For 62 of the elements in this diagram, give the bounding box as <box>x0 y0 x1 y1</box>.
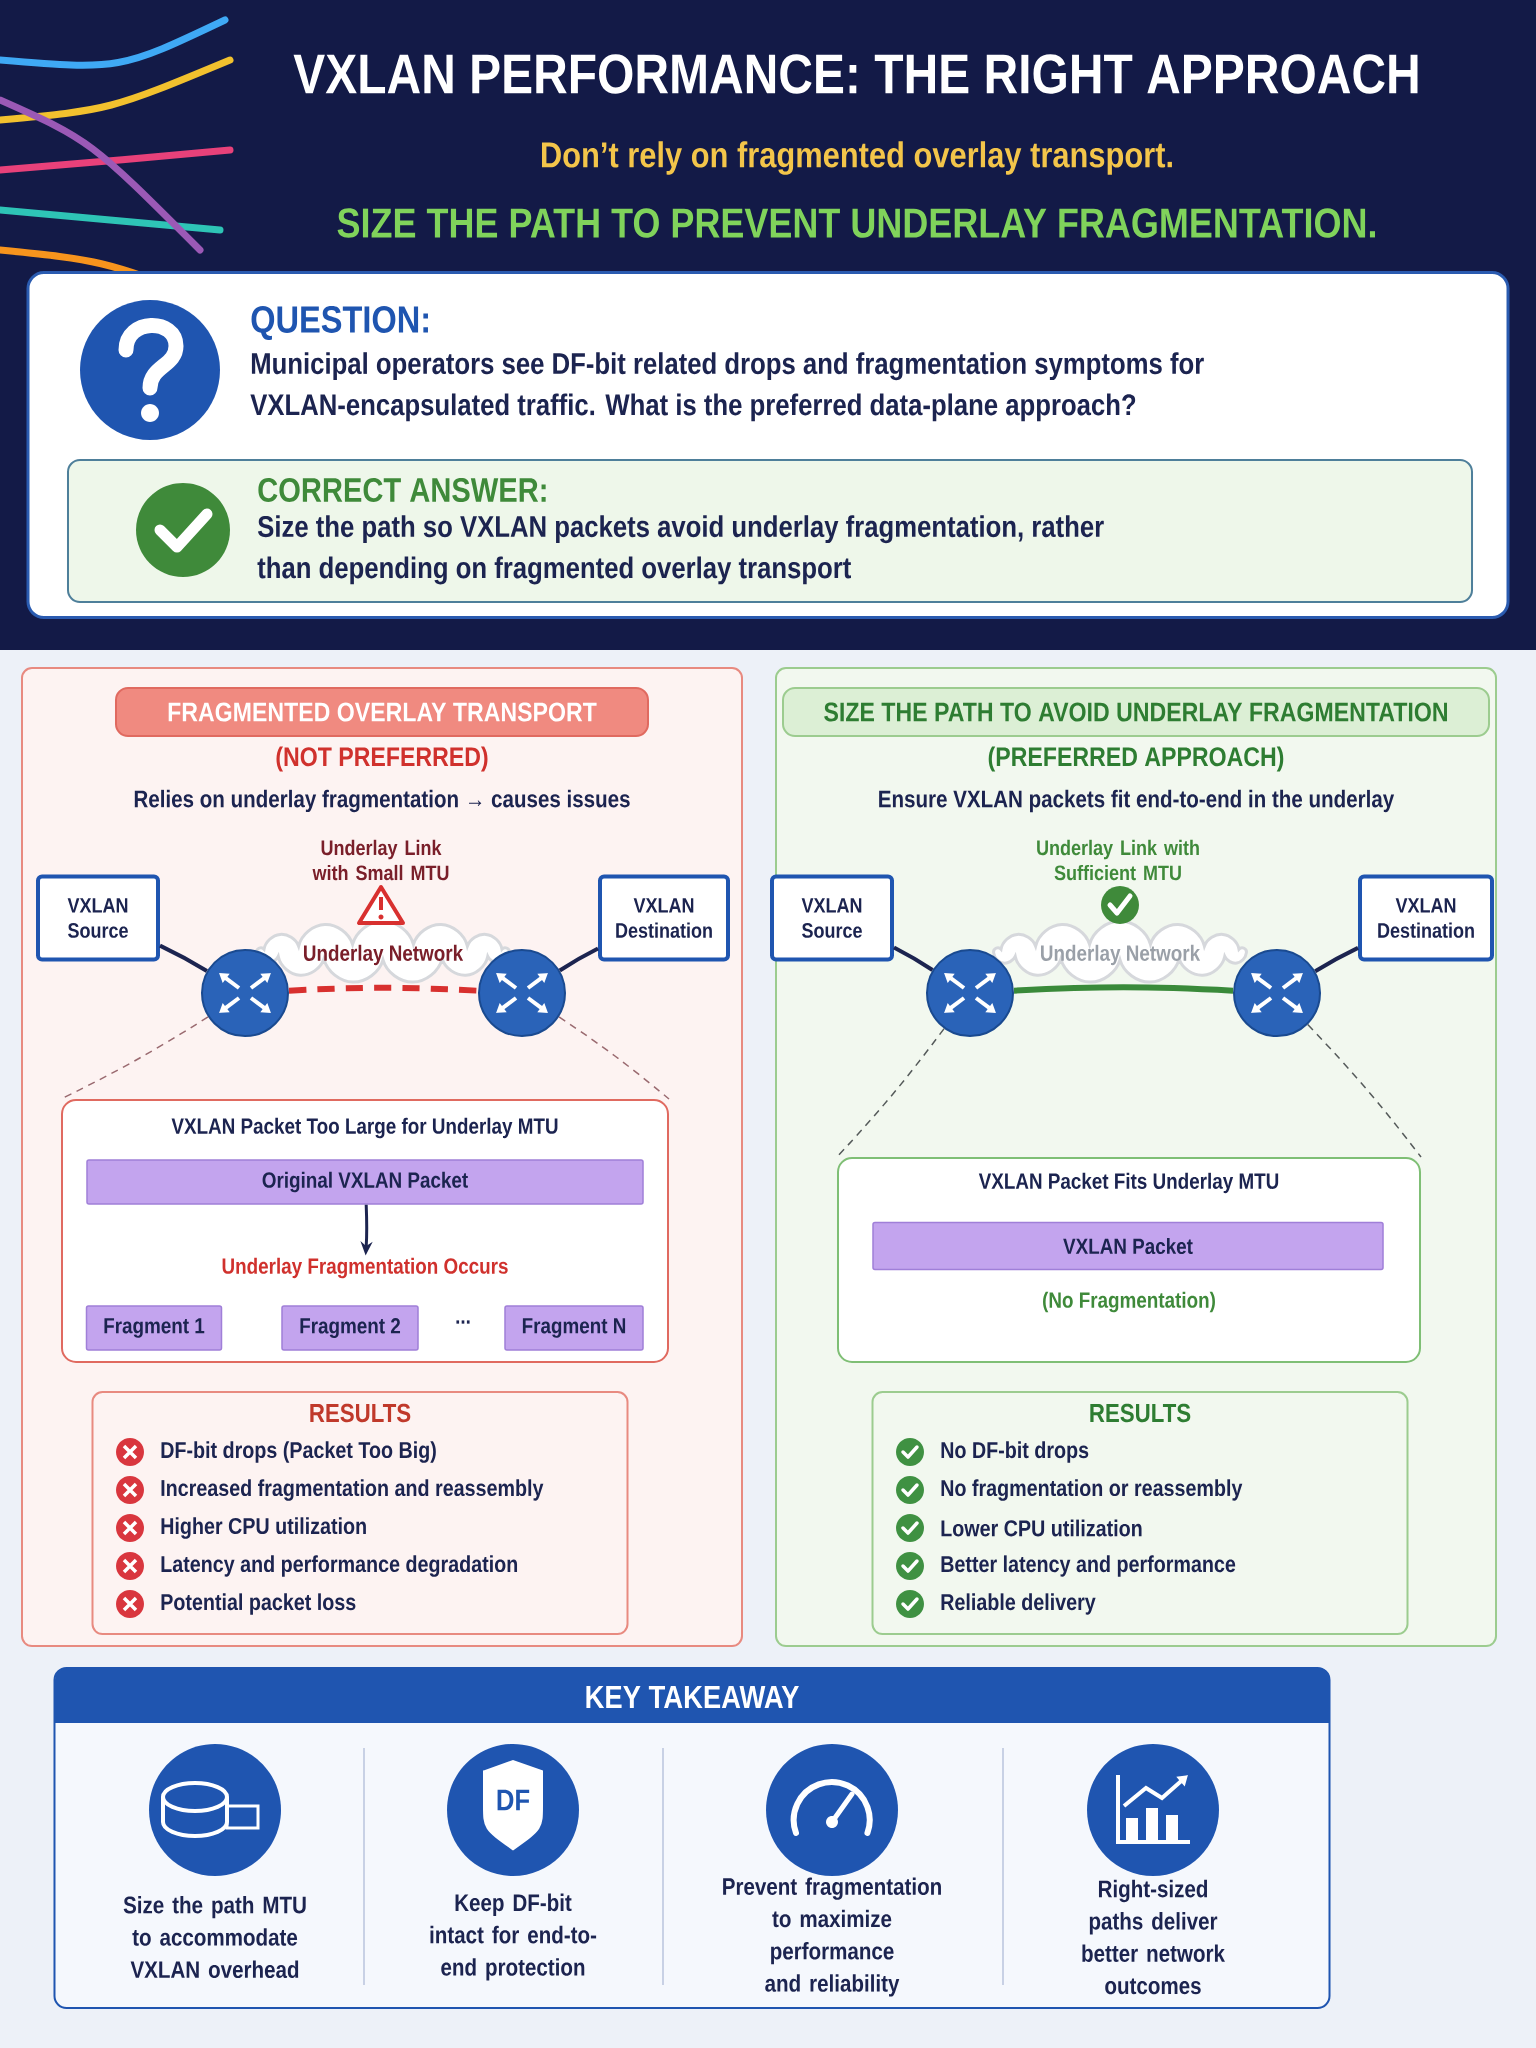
result-item: No DF-bit drops <box>941 1441 1089 1463</box>
panel-subheading: (NOT PREFERRED) <box>276 746 488 772</box>
heading-pill: SIZE THE PATH TO AVOID UNDERLAY FRAGMENTATION <box>782 687 1490 737</box>
card-heading: QUESTION: <box>251 306 428 340</box>
ellipsis: ... <box>456 1320 470 1324</box>
box-heading: VXLAN Packet Too Large for Underlay MTU <box>171 1117 558 1139</box>
answer-heading: CORRECT ANSWER: <box>258 478 546 502</box>
subtitle: Don’t rely on fragmented overlay transport. <box>542 141 1172 175</box>
link-line <box>288 984 479 994</box>
takeaway-text: Size the path MTU to accommodate VXLAN overhead <box>123 1895 306 1979</box>
question-text: Municipal operators see DF-bit related drops and fragmentation symptoms for VXLAN-encapsulated traffic. What is the preferred data-plane approach? <box>250 352 1204 422</box>
answer-text: Size the path so VXLAN packets avoid underlay fragmentation, rather than depending on fragmented overlay transport <box>257 515 1104 585</box>
cloud-label: Underlay Network <box>1041 944 1201 966</box>
link-caption: Underlay Link with Small MTU <box>312 839 449 881</box>
result-item: Lower CPU utilization <box>941 1519 1142 1537</box>
result-item: DF-bit drops (Packet Too Big) <box>161 1441 436 1463</box>
subtitle: SIZE THE PATH TO PREVENT UNDERLAY FRAGMENTATION. <box>337 208 1375 238</box>
result-item: Latency and performance degradation <box>161 1555 518 1577</box>
endpoint-box: VXLAN Source <box>36 874 160 962</box>
endpoint-box: VXLAN Destination <box>1358 874 1494 962</box>
router-icon <box>201 949 289 1037</box>
link-line <box>558 946 599 973</box>
title: VXLAN PERFORMANCE: THE RIGHT APPROACH <box>293 54 1418 94</box>
endpoint-box: VXLAN Source <box>770 874 894 962</box>
link-line <box>1013 984 1234 994</box>
leader-line <box>1307 1023 1422 1158</box>
link-line <box>159 943 208 973</box>
results-heading: RESULTS <box>310 1403 411 1423</box>
leader-line <box>836 1027 945 1158</box>
result-item: Better latency and performance <box>941 1555 1236 1577</box>
result-item: No fragmentation or reassembly <box>941 1479 1243 1501</box>
panel-subheading: (PREFERRED APPROACH) <box>988 746 1284 772</box>
result-item: Increased fragmentation and reassembly <box>161 1479 544 1501</box>
panel-description: Ensure VXLAN packets fit end-to-end in the underlay <box>879 789 1395 813</box>
link-caption: Underlay Link with Sufficient MTU <box>1037 839 1199 881</box>
takeaway-text: Keep DF-bit intact for end-to-end protection <box>430 1893 597 1981</box>
endpoint-box: VXLAN Destination <box>598 874 730 962</box>
heading-pill: FRAGMENTED OVERLAY TRANSPORT <box>115 687 649 737</box>
packet-bar: Fragment N <box>504 1305 644 1351</box>
result-item: Higher CPU utilization <box>161 1517 366 1539</box>
panel-description: Relies on underlay fragmentation → causes issues <box>134 789 630 813</box>
router-icon <box>478 949 566 1037</box>
result-item: Reliable delivery <box>941 1593 1096 1615</box>
result-item: Potential packet loss <box>161 1593 356 1615</box>
packet-bar: Original VXLAN Packet <box>86 1159 644 1205</box>
packet-bar: VXLAN Packet <box>872 1221 1384 1271</box>
takeaway-text: Prevent fragmentation to maximize performance and reliability <box>723 1877 941 1997</box>
box-heading: VXLAN Packet Fits Underlay MTU <box>978 1172 1279 1194</box>
packet-bar: Fragment 1 <box>85 1305 223 1351</box>
link-line <box>893 945 934 972</box>
link-line <box>1314 946 1359 973</box>
panel-heading: KEY TAKEAWAY <box>586 1686 799 1708</box>
shield-label: DF <box>497 1789 530 1811</box>
leader-line <box>558 1016 670 1100</box>
fragmentation-text: Underlay Fragmentation Occurs <box>222 1257 508 1279</box>
status-text: (No Fragmentation) <box>1043 1291 1215 1313</box>
results-heading: RESULTS <box>1090 1403 1191 1423</box>
packet-bar: Fragment 2 <box>281 1305 419 1351</box>
router-icon <box>1233 949 1321 1037</box>
router-icon <box>926 949 1014 1037</box>
takeaway-text: Right-sized paths deliver better network outcomes <box>1082 1879 1225 1995</box>
cloud-label: Underlay Network <box>304 944 464 966</box>
